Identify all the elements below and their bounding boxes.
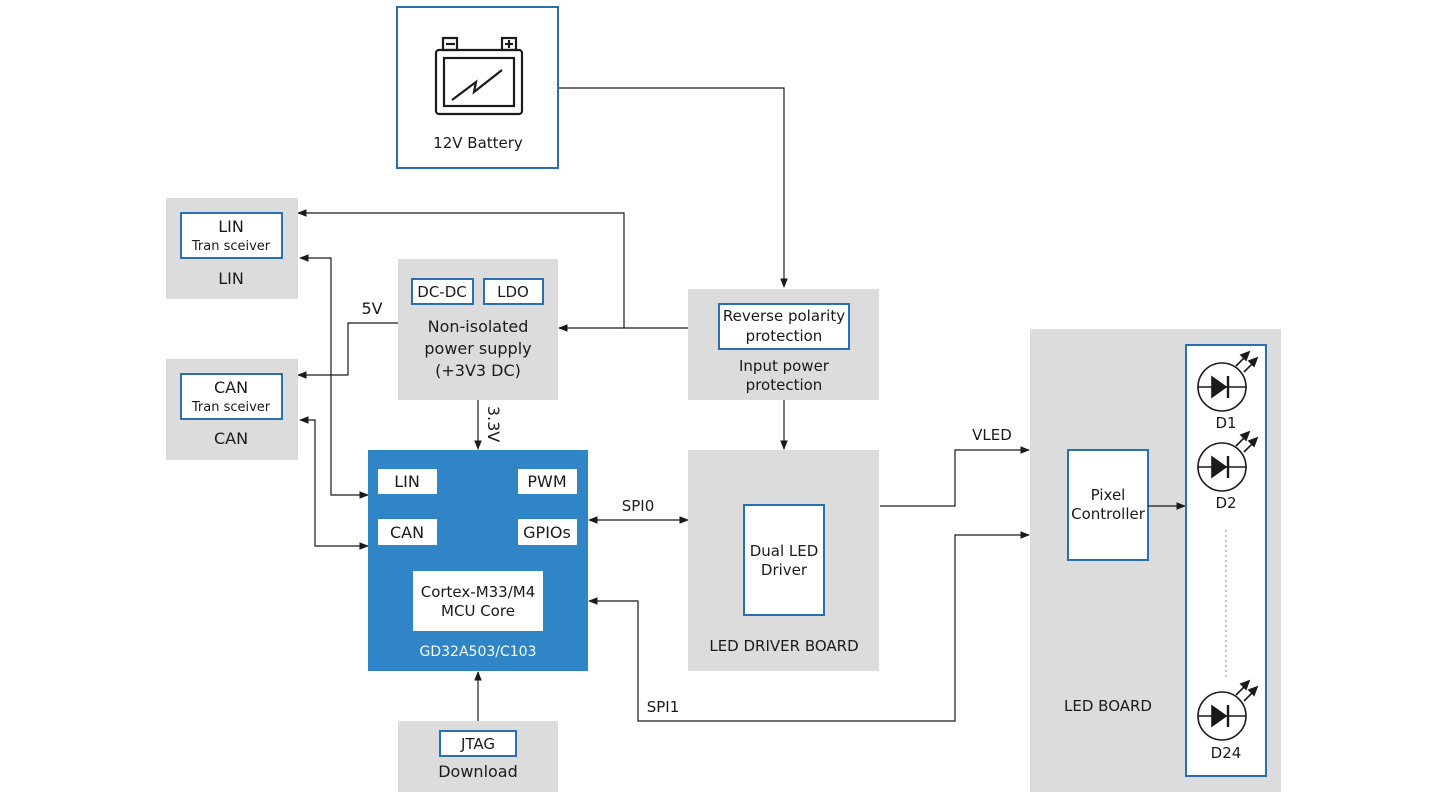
power-supply-block: DC-DC LDO Non-isolated power supply (+3V… [398,259,558,400]
led-driver-line2: Driver [761,561,808,579]
download-label: Download [438,762,518,781]
led-board-caption: LED BOARD [1064,697,1152,715]
input-protection-caption2: protection [746,376,823,394]
input-protection-caption1: Input power [739,357,830,375]
can-to-mcu-line [299,416,369,550]
mcu-pwm-label: PWM [527,472,566,491]
led-d24-icon [1197,679,1259,741]
label-spi1: SPI1 [647,698,680,716]
lin-to-mcu-line [299,254,369,499]
led-driver-board-caption: LED DRIVER BOARD [709,637,858,655]
led-d2-label: D2 [1215,494,1236,512]
protection-to-lin-line [297,209,688,329]
label-5v: 5V [361,299,382,318]
can-inner-title: CAN [214,378,248,397]
reverse-polarity-line1: Reverse polarity [723,307,845,325]
led-d1-label: D1 [1215,414,1236,432]
mcu-name: GD32A503/C103 [420,644,537,660]
mcu-gpios-label: GPIOs [523,523,571,542]
battery-to-protection-line [558,87,788,288]
power-supply-line1: Non-isolated [428,317,529,336]
battery-icon [434,36,524,116]
led-board: Pixel Controller LED BOARD D1 [1030,329,1281,792]
jtag-block: JTAG Download [398,721,558,792]
led-d24-label: D24 [1211,744,1242,762]
led-driver-board: Dual LED Driver LED DRIVER BOARD [688,450,879,671]
lin-inner-title: LIN [218,217,244,236]
pixel-controller-line1: Pixel [1091,486,1126,504]
spi1-line [588,531,1030,722]
lin-transceiver-block: LIN Tran sceiver LIN [166,198,298,299]
can-transceiver-block: CAN Tran sceiver CAN [166,359,298,460]
lin-caption: LIN [218,269,244,288]
label-vled: VLED [972,426,1012,444]
can-caption: CAN [214,429,248,448]
led-driver-line1: Dual LED [750,542,819,560]
battery-block: 12V Battery [396,6,559,169]
mcu-core-line2: MCU Core [441,602,515,620]
power-supply-line3: (+3V3 DC) [435,361,521,380]
pixel-controller-line2: Controller [1071,505,1146,523]
led-d1-icon [1197,350,1259,412]
connectors [297,87,1030,722]
can-inner-sub: Tran sceiver [191,400,271,415]
jtag-label: JTAG [460,735,495,753]
led-d2-icon [1197,430,1259,492]
vled-line [880,446,1030,507]
input-protection-block: Reverse polarity protection Input power … [688,289,879,400]
dcdc-label: DC-DC [417,283,466,301]
lin-inner-sub: Tran sceiver [191,239,271,254]
mcu-lin-label: LIN [394,472,420,491]
battery-label: 12V Battery [433,134,523,152]
powersupply-5v-to-can-line [297,322,398,379]
label-spi0: SPI0 [622,497,655,515]
mcu-block: LIN PWM CAN GPIOs Cortex-M33/M4 MCU Core… [368,450,588,671]
ldo-label: LDO [497,283,529,301]
mcu-core-line1: Cortex-M33/M4 [421,583,536,601]
label-3v3: 3.3V [484,406,503,442]
power-supply-line2: power supply [424,339,531,358]
reverse-polarity-line2: protection [746,327,823,345]
mcu-can-label: CAN [390,523,424,542]
